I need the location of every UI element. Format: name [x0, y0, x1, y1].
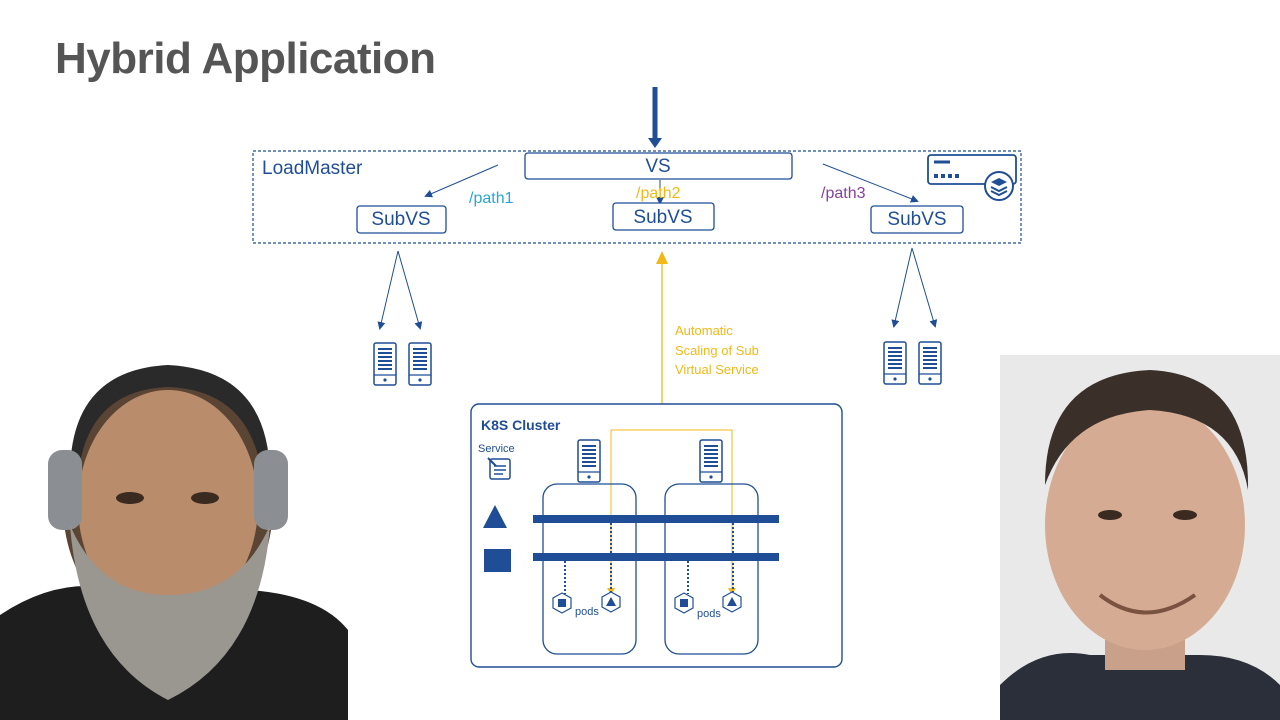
pods-label-2: pods — [697, 608, 721, 620]
vs-box — [524, 152, 793, 180]
server-icon — [883, 341, 907, 385]
network-bar-square — [533, 553, 779, 561]
subvs-label-2: SubVS — [633, 207, 692, 228]
clipboard-icon — [487, 457, 511, 480]
server-icon — [918, 341, 942, 385]
server-icon — [408, 342, 432, 386]
pod-hexagon-icon — [552, 592, 572, 614]
service-label: Service — [478, 443, 515, 455]
path2-label: /path2 — [636, 185, 681, 202]
subvs-box-1 — [356, 205, 447, 234]
presenter-video-left — [0, 355, 348, 720]
presenter-video-right — [1000, 355, 1280, 720]
slide-title: Hybrid Application — [55, 34, 436, 83]
pod-hexagon-icon — [674, 592, 694, 614]
scaling-note-line-1: Automatic — [675, 323, 733, 338]
subvs-label-1: SubVS — [371, 209, 430, 230]
k8s-cluster-box — [470, 403, 843, 668]
path3-label: /path3 — [821, 185, 866, 202]
path1-label: /path1 — [469, 190, 514, 207]
subvs-box-3 — [870, 205, 964, 234]
pod-hexagon-icon — [722, 591, 742, 613]
k8s-cluster-title: K8S Cluster — [481, 417, 561, 433]
server-icon — [373, 342, 397, 386]
appliance-icon — [927, 154, 1017, 201]
vs-label: VS — [645, 156, 670, 177]
triangle-icon — [483, 505, 507, 528]
network-bar-triangle — [533, 515, 779, 523]
scaling-note-line-2: Scaling of Sub — [675, 343, 759, 358]
pod-hexagon-icon — [601, 591, 621, 613]
subvs-box-2 — [612, 202, 715, 231]
pods-label-1: pods — [575, 606, 599, 618]
server-icon — [699, 439, 723, 483]
square-icon — [484, 549, 511, 572]
subvs-label-3: SubVS — [887, 209, 946, 230]
loadmaster-label: LoadMaster — [262, 158, 363, 179]
k8s-node-1 — [542, 483, 637, 655]
server-icon — [577, 439, 601, 483]
scaling-note-line-3: Virtual Service — [675, 362, 759, 377]
k8s-node-2 — [664, 483, 759, 655]
